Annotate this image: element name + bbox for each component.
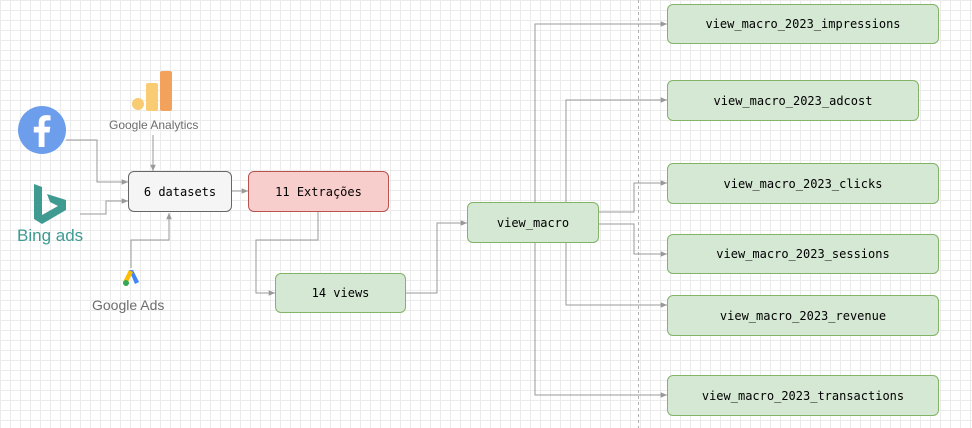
- view-clicks-label: view_macro_2023_clicks: [723, 176, 883, 191]
- google-ads-icon: [122, 269, 140, 287]
- datasets-node[interactable]: 6 datasets: [128, 171, 232, 212]
- edge-facebook-datasets: [66, 139, 128, 185]
- view-adcost-label: view_macro_2023_adcost: [713, 93, 873, 108]
- view-macro-node[interactable]: view_macro: [467, 202, 599, 243]
- view-revenue-label: view_macro_2023_revenue: [719, 308, 887, 323]
- edge-viewmacro-impressions: [534, 21, 667, 202]
- view-impressions-label: view_macro_2023_impressions: [705, 17, 901, 31]
- edge-bing-datasets: [80, 198, 128, 215]
- edge-extractions-views: [255, 212, 319, 296]
- edge-viewmacro-revenue: [565, 243, 667, 308]
- views-label: 14 views: [311, 286, 370, 300]
- view-impressions-node[interactable]: view_macro_2023_impressions: [667, 4, 939, 44]
- google-ads-label: Google Ads: [92, 297, 165, 313]
- view-transactions-label: view_macro_2023_transactions: [701, 388, 905, 403]
- google-analytics-icon: [131, 71, 173, 111]
- edge-views-viewmacro: [406, 220, 467, 294]
- edge-viewmacro-clicks: [599, 180, 667, 213]
- view-transactions-node[interactable]: view_macro_2023_transactions: [667, 375, 939, 416]
- edge-googleads-datasets: [130, 213, 172, 268]
- google-analytics-label: Google Analytics: [109, 118, 199, 132]
- extractions-node[interactable]: 11 Extrações: [248, 171, 389, 212]
- view-sessions-node[interactable]: view_macro_2023_sessions: [667, 234, 939, 274]
- edge-viewmacro-transactions: [534, 243, 667, 398]
- view-revenue-node[interactable]: view_macro_2023_revenue: [667, 295, 939, 336]
- facebook-icon: [17, 105, 67, 155]
- bing-ads-label: Bing ads: [17, 226, 84, 245]
- view-sessions-label: view_macro_2023_sessions: [716, 247, 890, 261]
- datasets-label: 6 datasets: [143, 184, 217, 199]
- edge-viewmacro-adcost: [565, 97, 667, 202]
- extractions-label: 11 Extrações: [275, 184, 362, 199]
- views-node[interactable]: 14 views: [275, 273, 406, 313]
- view-macro-label: view_macro: [496, 215, 570, 230]
- bing-icon: [30, 182, 70, 228]
- edge-viewmacro-sessions: [599, 223, 667, 257]
- view-clicks-node[interactable]: view_macro_2023_clicks: [667, 163, 939, 204]
- view-adcost-node[interactable]: view_macro_2023_adcost: [667, 80, 919, 121]
